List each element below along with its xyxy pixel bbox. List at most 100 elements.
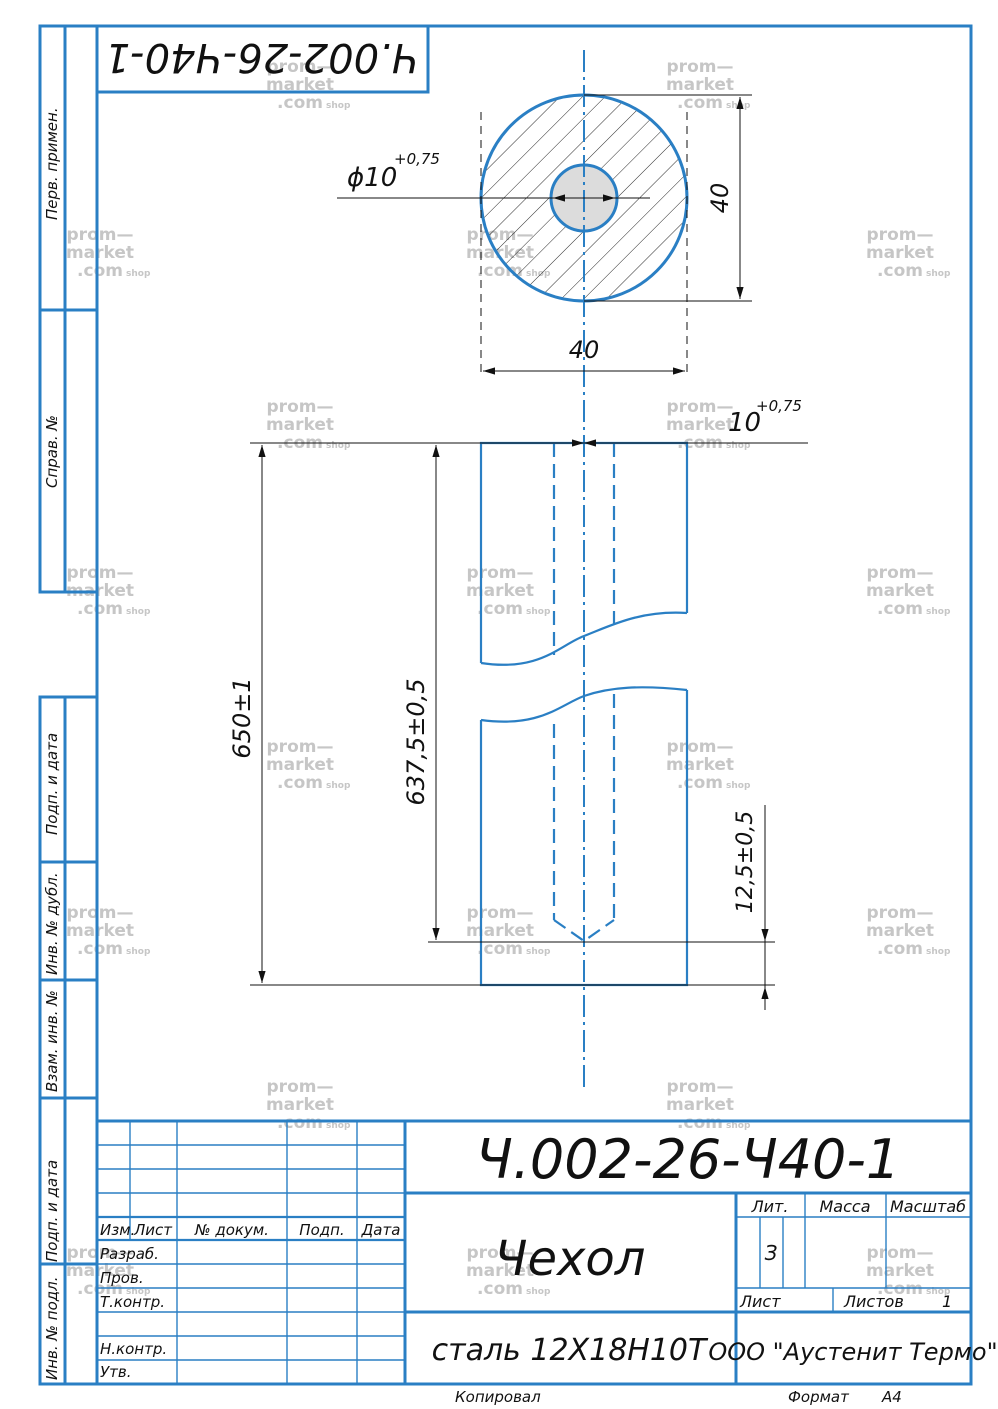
watermark-text: prom— [667, 1077, 734, 1097]
watermark-text: prom— [667, 397, 734, 417]
listov-value: 1 [942, 1292, 952, 1311]
watermark-suffix: shop [326, 781, 351, 791]
watermark-text: .com [677, 773, 723, 793]
drawing-frame [38, 24, 973, 1386]
watermark-text: prom— [67, 563, 134, 583]
row-utv: Утв. [100, 1363, 132, 1381]
label-podp-data-2: Подп. и дата [43, 1160, 61, 1262]
watermark-text: market [266, 1095, 334, 1115]
material: сталь 12Х18Н10Т [432, 1333, 709, 1368]
watermark-text: market [466, 581, 534, 601]
watermark-text: market [266, 755, 334, 775]
watermark-text: .com [77, 1279, 123, 1299]
dim-bore-tol: +0,75 [756, 397, 802, 415]
label-perv-primen: Перв. примен. [43, 107, 61, 220]
watermark-suffix: shop [126, 269, 151, 279]
watermark-suffix: shop [126, 607, 151, 617]
dim-hole-dia: ϕ10 [347, 163, 397, 193]
watermark-text: prom— [467, 1243, 534, 1263]
col-list: Лист [133, 1221, 173, 1239]
label-sprav-no: Справ. № [43, 415, 61, 488]
watermark-text: prom— [67, 1243, 134, 1263]
watermark-text: prom— [867, 1243, 934, 1263]
watermark-text: prom— [267, 737, 334, 757]
list-label: Лист [739, 1292, 781, 1311]
watermark-text: .com [877, 939, 923, 959]
watermark-suffix: shop [726, 781, 751, 791]
label-inv-dubl: Инв. № дубл. [43, 872, 61, 975]
lit-label: Лит. [751, 1197, 789, 1216]
col-dokum: № докум. [194, 1221, 269, 1239]
watermark-text: market [666, 1095, 734, 1115]
dim-width: 40 [569, 336, 600, 364]
watermark-suffix: shop [726, 1121, 751, 1131]
label-podp-data-1: Подп. и дата [43, 733, 61, 835]
format-label: Формат [788, 1388, 850, 1406]
watermark-text: .com [677, 1113, 723, 1133]
watermark-text: prom— [267, 57, 334, 77]
watermark-text: prom— [67, 903, 134, 923]
watermark-text: prom— [867, 903, 934, 923]
sheet-footer: Копировал Формат А4 [455, 1388, 902, 1406]
col-podp: Подп. [299, 1221, 344, 1239]
dim-outer-dia: 40 [706, 183, 734, 214]
watermark-text: market [66, 243, 134, 263]
dim-bore: 10 [728, 408, 761, 438]
watermark-suffix: shop [526, 1287, 551, 1297]
label-inv-podl: Инв. № подл. [43, 1277, 61, 1380]
watermark-text: prom— [267, 397, 334, 417]
watermark-suffix: shop [926, 947, 951, 957]
watermark-suffix: shop [926, 269, 951, 279]
row-prov: Пров. [100, 1269, 144, 1287]
watermark-text: prom— [467, 903, 534, 923]
watermark-text: market [666, 75, 734, 95]
dim-bottom: 12,5±0,5 [733, 811, 758, 913]
watermark-text: prom— [67, 225, 134, 245]
company-name: ООО "Аустенит Термо" [708, 1338, 997, 1366]
watermark-text: .com [277, 773, 323, 793]
watermark-text: .com [277, 93, 323, 113]
dim-bore-depth: 637,5±0,5 [402, 679, 430, 806]
watermark-suffix: shop [926, 607, 951, 617]
watermark-text: market [866, 243, 934, 263]
watermark-text: .com [277, 1113, 323, 1133]
watermark-text: .com [477, 599, 523, 619]
dim-hole-tol: +0,75 [394, 150, 440, 168]
watermark-text: .com [877, 1279, 923, 1299]
watermark-text: market [866, 581, 934, 601]
watermark-suffix: shop [326, 101, 351, 111]
watermark-text: prom— [467, 563, 534, 583]
watermark-text: market [66, 921, 134, 941]
watermark-text: market [66, 1261, 134, 1281]
watermark-text: prom— [867, 563, 934, 583]
col-data: Дата [361, 1221, 401, 1239]
title-block: Изм. Лист № докум. Подп. Дата Разраб. Пр… [97, 1119, 998, 1384]
cross-section-view: 40 ϕ10 +0,75 [337, 50, 752, 1090]
row-nkontr: Н.контр. [100, 1340, 167, 1358]
watermark-text: market [266, 75, 334, 95]
watermark-suffix: shop [526, 947, 551, 957]
listov-label: Листов [843, 1292, 904, 1311]
format-value: А4 [881, 1388, 902, 1406]
watermark-suffix: shop [726, 441, 751, 451]
watermark-text: .com [677, 93, 723, 113]
